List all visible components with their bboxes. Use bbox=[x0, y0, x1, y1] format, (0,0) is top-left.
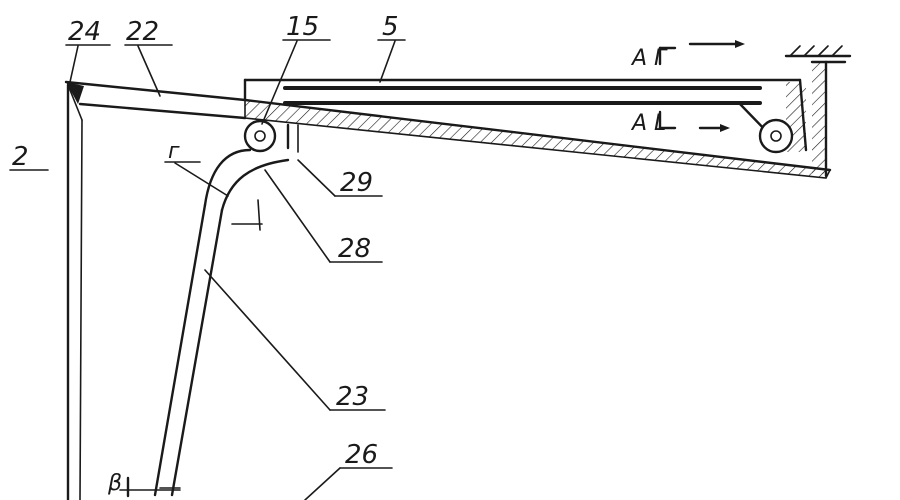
label-section-a-bottom: А L bbox=[630, 111, 666, 136]
hatched-wedge bbox=[243, 98, 832, 179]
label-15: 15 bbox=[286, 12, 319, 42]
vertical-post bbox=[66, 83, 83, 500]
left-roller bbox=[243, 119, 277, 153]
label-28: 28 bbox=[338, 234, 371, 264]
inclined-arm bbox=[64, 80, 247, 120]
section-arrows bbox=[658, 40, 745, 132]
label-2: 2 bbox=[12, 142, 29, 172]
bottom-pivot bbox=[119, 476, 181, 498]
long-link bbox=[153, 203, 224, 497]
right-roller bbox=[738, 102, 794, 154]
label-26: 26 bbox=[345, 440, 378, 470]
right-wall bbox=[784, 45, 852, 178]
label-5: 5 bbox=[382, 12, 399, 42]
label-beta: β bbox=[107, 471, 122, 496]
label-23: 23 bbox=[336, 382, 369, 412]
label-section-a-top: А Г bbox=[630, 46, 668, 71]
label-24: 24 bbox=[68, 17, 101, 47]
label-g: г bbox=[168, 139, 180, 164]
bracket bbox=[286, 123, 299, 153]
curved-link bbox=[203, 148, 290, 231]
corner-joint bbox=[66, 82, 84, 104]
label-22: 22 bbox=[126, 17, 159, 47]
leader-lines bbox=[9, 39, 406, 500]
label-29: 29 bbox=[340, 168, 373, 198]
